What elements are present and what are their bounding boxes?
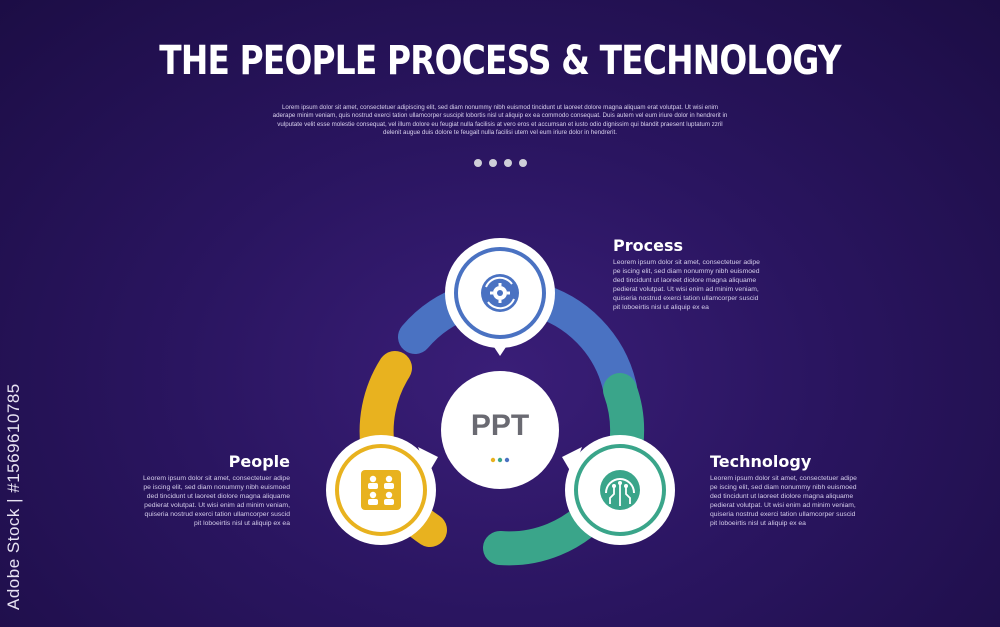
page-title: THE PEOPLE PROCESS & TECHNOLOGY [159,38,841,84]
dot [504,159,512,167]
people-description: Leorem ipsum dolor sit amet, consectetue… [143,475,290,527]
technology-title: Technology [710,452,812,471]
node-technology [562,435,675,545]
process-description: Leorem ipsum dolor sit amet, consectetue… [613,259,760,311]
pagination-dots [474,159,527,167]
dot [489,159,497,167]
center-dots [490,457,510,463]
dot [474,159,482,167]
people-group-icon [361,470,401,510]
dot [519,159,527,167]
node-people [326,435,438,545]
center-label: PPT [470,409,530,442]
people-title: People [228,452,290,471]
process-title: Process [613,236,683,255]
node-process [445,238,555,356]
gear-cycle-icon [481,274,519,312]
technology-description: Leorem ipsum dolor sit amet, consectetue… [710,475,857,527]
stock-watermark-text: Adobe Stock | #1569610785 [4,383,23,610]
intro-paragraph: Lorem ipsum dolor sit amet, consectetuer… [272,104,728,136]
circuit-brain-icon [600,470,640,510]
center-circle [441,371,559,489]
